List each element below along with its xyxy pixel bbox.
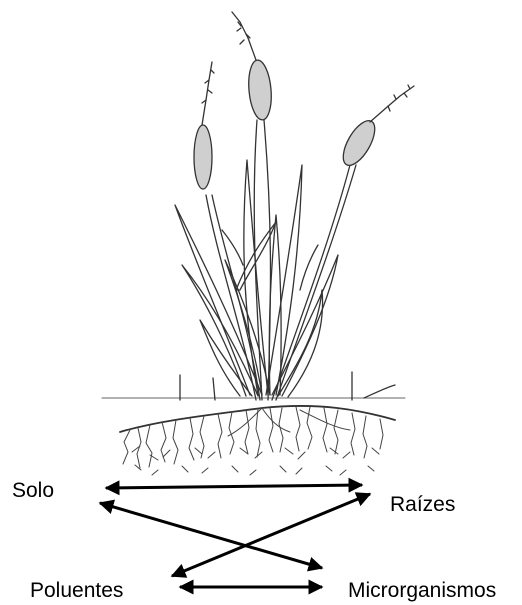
spike-tips [202, 12, 414, 125]
label-poluentes: Poluentes [30, 580, 123, 601]
label-solo: Solo [12, 480, 54, 501]
leaves [175, 160, 338, 397]
cattail-spikes [194, 59, 381, 189]
spike-left [194, 125, 212, 189]
spike-center [246, 59, 273, 121]
arrow-solo-raizes [106, 485, 362, 488]
cattail-plant-illustration [102, 12, 414, 475]
label-raizes: Raízes [390, 494, 455, 515]
roots [123, 407, 383, 475]
spike-right [337, 116, 381, 170]
arrow-raizes-poluentes [172, 494, 370, 576]
label-microrganismos: Microrganismos [348, 580, 496, 601]
relation-arrows [100, 485, 370, 587]
